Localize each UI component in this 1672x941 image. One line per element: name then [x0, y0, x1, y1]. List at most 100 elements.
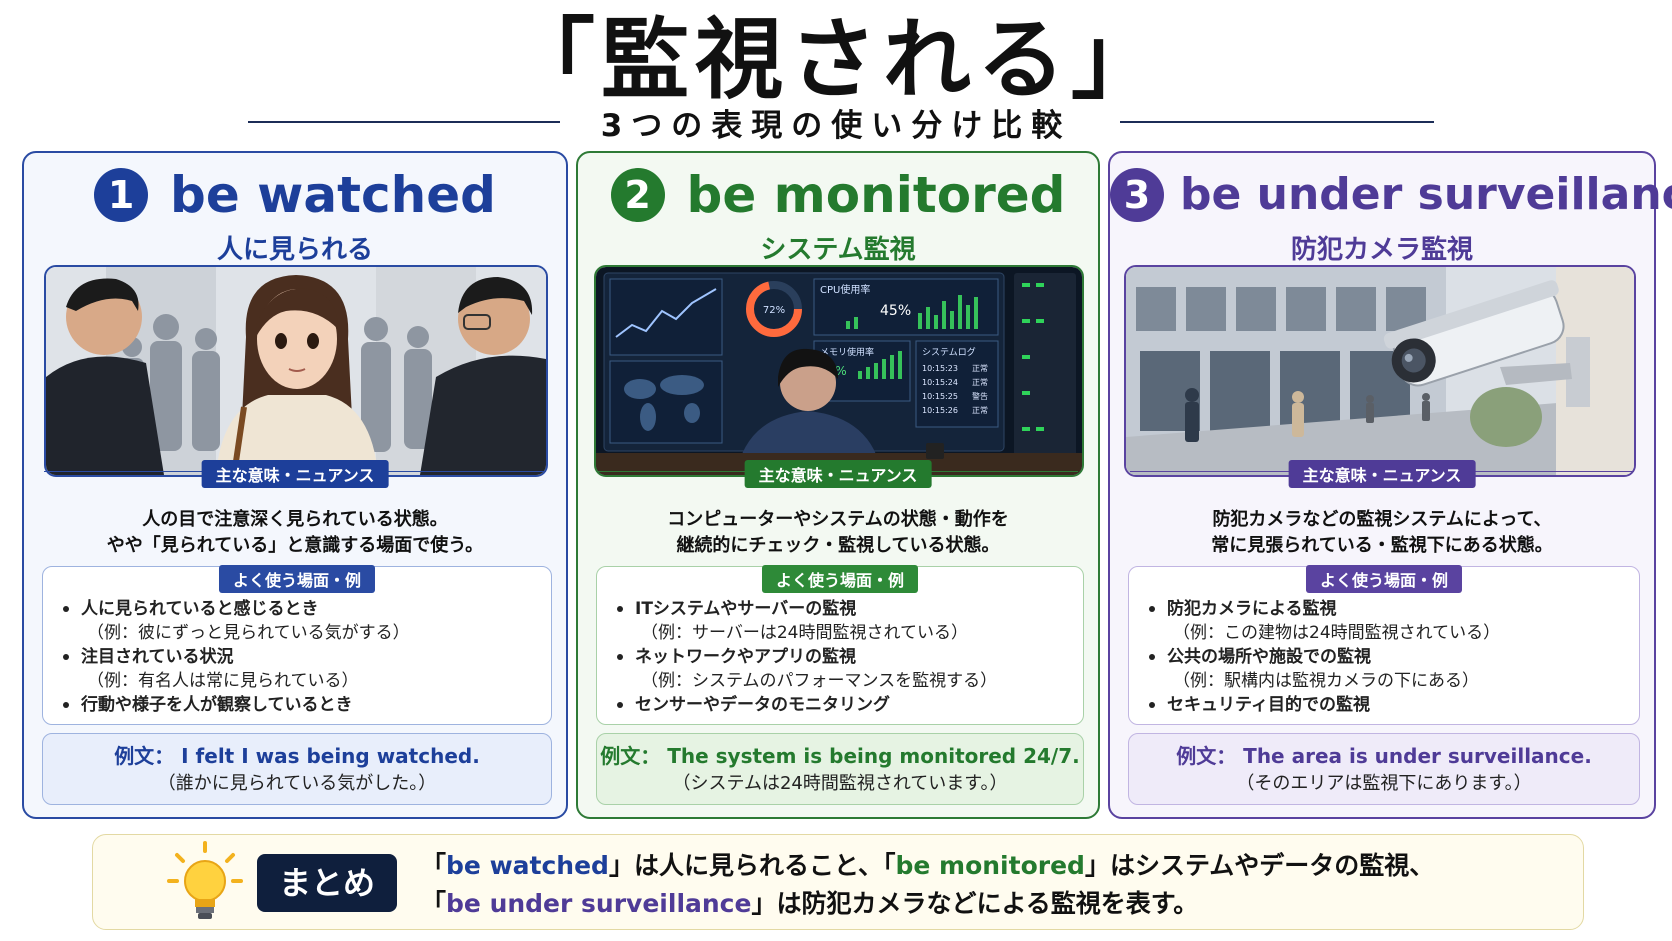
example-japanese: （システムは24時間監視されています。） [672, 773, 1008, 794]
lightbulb-icon [167, 841, 243, 919]
scene-example: （例：有名人は常に見られている） [87, 671, 359, 691]
panel-be-monitored: 2 be monitored システム監視 72% CPU使用率 45% [576, 151, 1100, 819]
scene-item: センサーやデータのモニタリング [615, 693, 1073, 717]
meaning-text: コンピューターやシステムの状態・動作を 継続的にチェック・監視している状態。 [588, 507, 1088, 559]
number-badge: 3 [1110, 168, 1164, 222]
scene-item: ネットワークやアプリの監視 [615, 645, 1073, 669]
summary-term: be monitored [895, 851, 1085, 880]
log-title: システムログ [922, 346, 976, 358]
surveillance-illustration [1124, 265, 1636, 477]
meaning-divider: 主な意味・ニュアンス [44, 460, 546, 488]
summary-line-1: 「be watched」は人に見られること、「be monitored」はシステ… [421, 847, 1434, 885]
example-label: 例文： [114, 744, 175, 768]
dashboard-illustration: 72% CPU使用率 45% メモリ使用率 68% システムログ 1 [596, 267, 1082, 475]
scene-item: ITシステムやサーバーの監視 [615, 597, 1073, 621]
scene-tag: よく使う場面・例 [1305, 565, 1463, 593]
scene-item: 防犯カメラによる監視 [1147, 597, 1629, 621]
log-status: 正常 [972, 378, 988, 387]
example-japanese: （誰かに見られている気がした。） [157, 773, 437, 794]
summary-term: be under surveillance [446, 889, 752, 918]
summary-box: まとめ 「be watched」は人に見られること、「be monitored」… [92, 834, 1584, 930]
japanese-gloss: 防犯カメラ監視 [1290, 235, 1473, 265]
panel-heading: 2 be monitored [578, 165, 1098, 225]
meaning-divider: 主な意味・ニュアンス [1130, 460, 1634, 488]
number-badge: 1 [94, 168, 149, 222]
number-badge: 2 [610, 168, 665, 222]
usage-scenes-box: よく使う場面・例 人に見られていると感じるとき （例：彼にずっと見られている気が… [42, 565, 552, 725]
crowd-illustration [46, 267, 546, 475]
scene-item: 注目されている状況 [61, 645, 541, 669]
log-time: 10:15:26 [922, 406, 958, 415]
panel-be-watched: 1 be watched 人に見られる [22, 151, 568, 819]
scene-list: ITシステムやサーバーの監視 （例：サーバーは24時間監視されている） ネットワ… [615, 597, 1073, 717]
english-expression: be monitored [686, 166, 1066, 224]
panel-be-under-surveillance: 3 be under surveillance 防犯カメラ監視 [1108, 151, 1672, 819]
memory-label: メモリ使用率 [820, 346, 874, 358]
scene-tag: よく使う場面・例 [218, 565, 376, 593]
summary-fragment: 「 [421, 851, 447, 880]
title-rule-left [248, 121, 560, 123]
meaning-tag: 主な意味・ニュアンス [1288, 460, 1476, 488]
scene-example: （例：システムのパフォーマンスを監視する） [641, 671, 998, 691]
meaning-text: 人の目で注意深く見られている状態。 やや「見られている」と意識する場面で使う。 [34, 507, 556, 559]
example-sentence-box: 例文： I felt I was being watched. （誰かに見られて… [42, 733, 552, 805]
watched-illustration [44, 265, 548, 477]
scene-item: 人に見られていると感じるとき [61, 597, 541, 621]
meaning-line: 継続的にチェック・監視している状態。 [676, 535, 1000, 556]
donut-value: 72% [763, 305, 785, 316]
example-sentence-box: 例文： The system is being monitored 24/7. … [596, 733, 1084, 805]
example-label: 例文： [600, 744, 661, 768]
scene-tag: よく使う場面・例 [761, 565, 919, 593]
summary-fragment: 」は防犯カメラなどによる監視を表す。 [751, 889, 1199, 918]
summary-line-2: 「be under surveillance」は防犯カメラなどによる監視を表す。 [421, 885, 1434, 923]
log-status: 警告 [972, 391, 988, 401]
summary-text: 「be watched」は人に見られること、「be monitored」はシステ… [421, 847, 1434, 923]
log-time: 10:15:23 [922, 364, 958, 373]
example-sentence-box: 例文： The area is under surveillance. （そのエ… [1128, 733, 1640, 805]
panel-heading: 1 be watched [24, 165, 566, 225]
panel-heading: 3 be under surveillance [1110, 165, 1672, 225]
usage-scenes-box: よく使う場面・例 防犯カメラによる監視 （例：この建物は24時間監視されている）… [1128, 565, 1640, 725]
example-english: The system is being monitored 24/7. [667, 744, 1080, 768]
summary-fragment: 」はシステムやデータの監視、 [1084, 851, 1435, 880]
scene-example: （例：彼にずっと見られている気がする） [87, 623, 410, 643]
meaning-line: コンピューターやシステムの状態・動作を [667, 509, 1009, 530]
scene-list: 人に見られていると感じるとき （例：彼にずっと見られている気がする） 注目されて… [61, 597, 541, 717]
title-rule-right [1120, 121, 1434, 123]
log-status: 正常 [972, 364, 988, 373]
japanese-gloss: 人に見られる [216, 235, 373, 265]
meaning-divider: 主な意味・ニュアンス [598, 460, 1078, 488]
page-subtitle: 3つの表現の使い分け比較 [600, 108, 1072, 144]
summary-fragment: 「 [421, 889, 447, 918]
page-title: 「監視される」 [506, 8, 1165, 111]
english-expression: be under surveillance [1180, 169, 1672, 220]
japanese-gloss: システム監視 [760, 235, 916, 265]
scene-item: 公共の場所や施設での監視 [1147, 645, 1629, 669]
example-english: The area is under surveillance. [1243, 744, 1592, 768]
log-status: 正常 [972, 406, 988, 415]
scene-example: （例：この建物は24時間監視されている） [1173, 623, 1501, 643]
log-time: 10:15:25 [922, 392, 958, 401]
meaning-line: やや「見られている」と意識する場面で使う。 [106, 535, 484, 556]
cpu-value: 45% [880, 303, 911, 319]
summary-term: be watched [446, 851, 609, 880]
english-expression: be watched [170, 166, 496, 224]
monitored-illustration: 72% CPU使用率 45% メモリ使用率 68% システムログ 1 [594, 265, 1084, 477]
street-camera-illustration [1126, 267, 1634, 475]
example-label: 例文： [1176, 744, 1237, 768]
summary-fragment: 」は人に見られること、「 [608, 851, 896, 880]
scene-item: セキュリティ目的での監視 [1147, 693, 1629, 717]
meaning-tag: 主な意味・ニュアンス [744, 460, 932, 488]
log-time: 10:15:24 [922, 378, 958, 387]
summary-label: まとめ [257, 854, 397, 912]
meaning-text: 防犯カメラなどの監視システムによって、 常に見張られている・監視下にある状態。 [1120, 507, 1644, 559]
example-english: I felt I was being watched. [181, 744, 480, 768]
usage-scenes-box: よく使う場面・例 ITシステムやサーバーの監視 （例：サーバーは24時間監視され… [596, 565, 1084, 725]
scene-example: （例：サーバーは24時間監視されている） [641, 623, 968, 643]
scene-item: 行動や様子を人が観察しているとき [61, 693, 541, 717]
scene-example: （例：駅構内は監視カメラの下にある） [1173, 671, 1479, 691]
meaning-line: 人の目で注意深く見られている状態。 [142, 509, 448, 530]
meaning-line: 防犯カメラなどの監視システムによって、 [1212, 509, 1552, 530]
example-japanese: （そのエリアは監視下にあります。） [1236, 773, 1532, 794]
cpu-label: CPU使用率 [820, 283, 870, 296]
